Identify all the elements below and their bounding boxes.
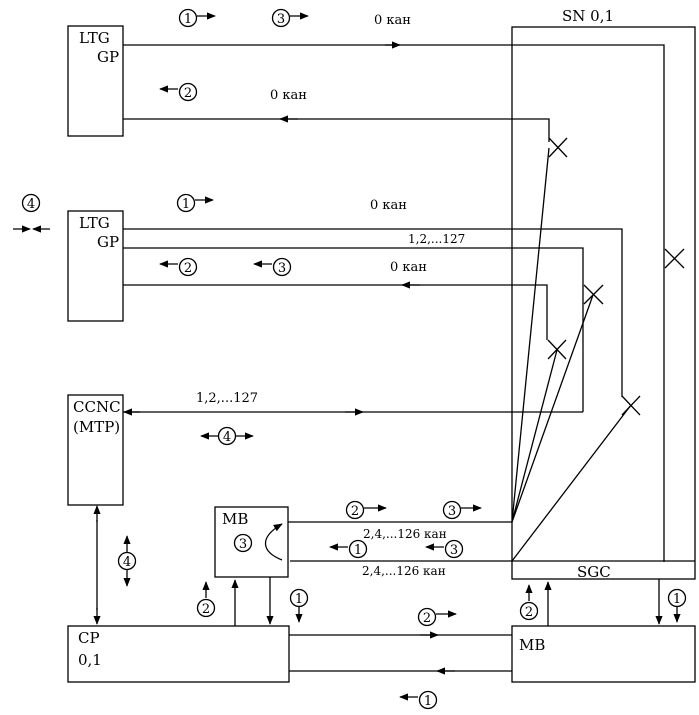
svg-text:3: 3 (448, 504, 456, 519)
cp-block-sublabel: 0,1 (78, 651, 102, 669)
step-1-marker: 1 (176, 193, 214, 213)
svg-text:2: 2 (351, 504, 359, 519)
svg-text:1: 1 (295, 592, 303, 607)
ccnc-channel: 1,2,...127 (123, 391, 583, 416)
mb-right-block-label: MB (519, 636, 545, 654)
step-1-marker: 1 (329, 539, 368, 559)
svg-text:2: 2 (184, 261, 192, 276)
step-2-marker: 2 (159, 257, 198, 277)
ltg2-channel-paths: 0 кан 1,2,...127 0 кан (123, 198, 623, 412)
ccnc-block: CCNC (MTP) (67, 394, 124, 506)
step-2-marker: 2 (519, 584, 539, 621)
svg-text:4: 4 (27, 197, 35, 212)
svg-text:2: 2 (525, 605, 533, 620)
svg-text:2: 2 (423, 611, 431, 626)
svg-text:1: 1 (354, 543, 362, 558)
sn-block: SN 0,1 SGC (511, 7, 696, 581)
step-3-marker: 3 (233, 533, 253, 553)
svg-text:1: 1 (184, 12, 192, 27)
vertical-links (93, 505, 663, 626)
mb-right-block: MB (511, 625, 696, 683)
channel-label-1-127-a: 1,2,...127 (408, 232, 465, 246)
step-3-marker: 3 (425, 539, 464, 559)
svg-text:4: 4 (123, 555, 131, 570)
ccnc-block-label: CCNC (73, 398, 121, 416)
svg-text:1: 1 (673, 592, 681, 607)
channel-label-kan0-a: 0 кан (374, 13, 411, 28)
channel-label-even-a: 2,4,...126 кан (363, 527, 447, 541)
step-markers: 1 3 2 4 1 2 3 4 (13, 8, 687, 710)
svg-text:1: 1 (182, 197, 190, 212)
svg-text:3: 3 (278, 261, 286, 276)
step-3-marker: 3 (253, 257, 292, 277)
svg-text:3: 3 (450, 543, 458, 558)
step-4-marker: 4 (13, 193, 50, 233)
channel-label-kan0-b: 0 кан (270, 88, 307, 103)
ltg1-channel-paths: 0 кан 0 кан (123, 13, 665, 562)
ltg-block-1-label: LTG (79, 29, 110, 47)
step-2-marker: 2 (345, 500, 387, 520)
svg-text:2: 2 (184, 86, 192, 101)
channel-label-1-127-b: 1,2,...127 (196, 391, 258, 406)
cp-block: CP 0,1 (67, 625, 290, 683)
ltg-block-2: LTG GP (67, 210, 124, 322)
step-3-marker: 3 (442, 500, 482, 520)
svg-text:4: 4 (223, 430, 231, 445)
channel-label-kan0-c: 0 кан (370, 198, 407, 213)
sn-block-label: SN 0,1 (562, 7, 614, 25)
ltg-block-1-sublabel: GP (97, 48, 119, 66)
step-2-marker: 2 (196, 581, 216, 618)
step-3-marker: 3 (271, 8, 309, 28)
svg-text:1: 1 (424, 694, 432, 709)
step-4-marker: 4 (200, 426, 254, 446)
svg-text:2: 2 (202, 602, 210, 617)
sgc-label: SGC (577, 563, 611, 581)
ccnc-block-sublabel: (MTP) (73, 418, 120, 436)
ltg-block-2-sublabel: GP (97, 233, 119, 251)
ltg-block-2-label: LTG (79, 214, 110, 232)
step-2-marker: 2 (417, 607, 457, 627)
channel-label-even-b: 2,4,...126 кан (362, 564, 446, 578)
cp-mb-channels (289, 631, 512, 675)
cp-block-label: CP (78, 629, 100, 647)
mb-small-block: MB (214, 506, 289, 578)
step-1-marker: 1 (289, 588, 309, 623)
ltg-block-1: LTG GP (67, 25, 124, 137)
mb-small-block-label: MB (222, 510, 248, 528)
step-1-marker: 1 (667, 588, 687, 623)
svg-text:3: 3 (277, 12, 285, 27)
svg-text:3: 3 (239, 537, 247, 552)
step-4-marker: 4 (117, 535, 137, 587)
step-1-marker: 1 (178, 8, 216, 28)
step-1-marker: 1 (399, 690, 438, 710)
channel-label-kan0-d: 0 кан (390, 260, 427, 275)
mb-sn-channels: 2,4,...126 кан 2,4,...126 кан (264, 521, 512, 578)
step-2-marker: 2 (159, 82, 198, 102)
sn-fan-lines (511, 147, 632, 562)
